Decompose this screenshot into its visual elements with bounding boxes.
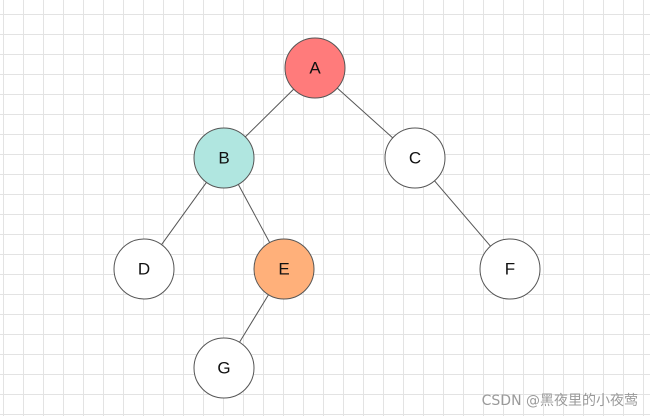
tree-node-d: D — [113, 238, 175, 300]
node-label-b: B — [218, 148, 229, 167]
node-circle-g — [193, 337, 255, 399]
node-circle-b — [193, 127, 255, 189]
node-label-a: A — [309, 58, 321, 77]
edge-a-b — [244, 88, 295, 138]
tree-node-a: A — [284, 37, 346, 99]
edge-a-c — [336, 87, 394, 139]
edges-layer — [161, 87, 491, 343]
node-circle-d — [113, 238, 175, 300]
edge-e-g — [239, 294, 269, 343]
node-label-e: E — [278, 259, 289, 278]
node-circle-f — [479, 238, 541, 300]
node-circle-c — [384, 127, 446, 189]
node-label-g: G — [217, 358, 230, 377]
watermark-text: CSDN @黑夜里的小夜莺 — [481, 393, 638, 409]
tree-node-b: B — [193, 127, 255, 189]
tree-node-g: G — [193, 337, 255, 399]
edge-c-f — [434, 180, 491, 247]
node-label-d: D — [138, 259, 150, 278]
node-label-c: C — [409, 148, 421, 167]
tree-node-f: F — [479, 238, 541, 300]
node-circle-a — [284, 37, 346, 99]
edge-b-e — [237, 184, 271, 243]
nodes-layer: A B C D E F G — [113, 37, 541, 399]
node-label-f: F — [505, 259, 515, 278]
edge-b-d — [161, 182, 207, 245]
node-circle-e — [253, 238, 315, 300]
tree-node-e: E — [253, 238, 315, 300]
tree-node-c: C — [384, 127, 446, 189]
